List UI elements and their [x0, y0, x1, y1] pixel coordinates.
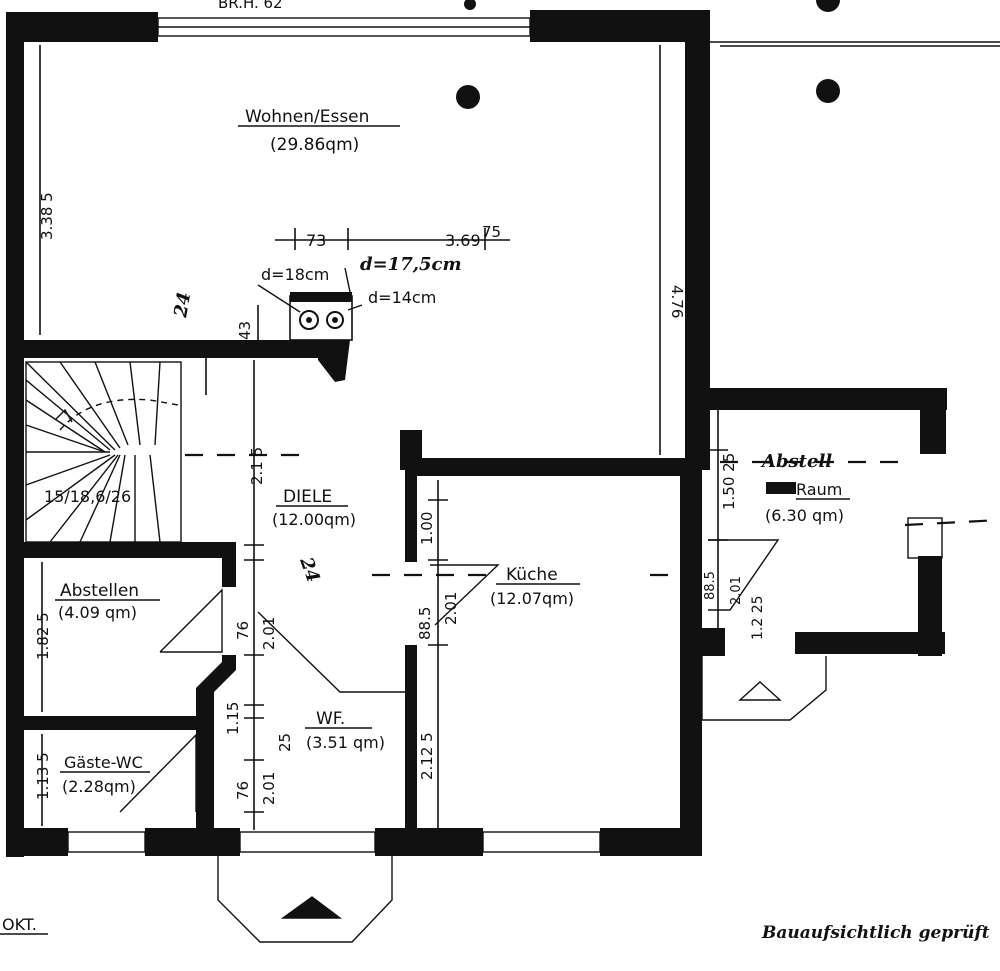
dim-2125: 2.12 5: [418, 732, 436, 780]
dim-113: 1.13 5: [34, 752, 52, 800]
windows: [67, 17, 1000, 853]
room-area: (3.51 qm): [306, 733, 385, 752]
room-wohnen: Wohnen/Essen (29.86qm): [238, 107, 400, 155]
header-note: BR.H. 62: [218, 0, 283, 12]
room-area: (12.00qm): [272, 510, 356, 529]
room-wf: WF. (3.51 qm): [305, 709, 385, 752]
room-abstellen: Abstellen (4.09 qm): [55, 581, 160, 622]
room-gaeste-wc: Gäste-WC (2.28qm): [60, 753, 150, 796]
stair-label: 15/18,6/26: [44, 487, 131, 506]
dim-182: 1.82 5: [34, 612, 52, 660]
entrance-bay: [217, 856, 393, 943]
door-swings: [119, 539, 780, 813]
hand-note-24a: 24: [170, 291, 195, 320]
dim-75: 75: [482, 223, 501, 241]
dim-215: 2.1 5: [248, 447, 266, 485]
dim-201a: 2.01: [260, 617, 278, 650]
room-name: Küche: [506, 565, 558, 585]
walls: [6, 10, 947, 857]
dim-76b: 76: [234, 781, 252, 800]
room-diele: DIELE (12.00qm): [272, 487, 356, 529]
room-area: (2.28qm): [62, 777, 136, 796]
side-entrance: [701, 656, 827, 721]
room-area: (4.09 qm): [58, 603, 137, 622]
room-kueche: Küche (12.07qm): [490, 565, 580, 608]
room-name: Abstellen: [60, 581, 139, 601]
staircase: [25, 361, 182, 543]
chimney: [257, 267, 363, 341]
dim-115: 1.15: [224, 702, 242, 735]
dashed-lines: [185, 453, 1000, 577]
room-name-2: Raum: [796, 480, 842, 499]
dim-100: 1.00: [418, 512, 436, 545]
dim-201c: 2.01: [442, 592, 460, 625]
chimney-d-hand: d=17,5cm: [360, 254, 462, 275]
dimension-lines: [39, 45, 728, 830]
dimension-labels: 3.38 5 4.76 73 3.69 75 43 2.1 5 1.82 5 1…: [34, 192, 766, 805]
side-window: [907, 517, 943, 559]
room-abstellraum: Abstell Raum (6.30 qm): [760, 451, 850, 525]
dim-25: 25: [276, 733, 294, 752]
room-name: DIELE: [283, 487, 332, 507]
dim-73: 73: [306, 231, 326, 250]
chimney-d-left: d=18cm: [261, 265, 329, 284]
hand-note-24b: 24: [295, 554, 324, 586]
dim-201d: 2.01: [729, 576, 744, 605]
room-name: Gäste-WC: [64, 753, 143, 772]
room-area: (12.07qm): [490, 589, 574, 608]
dim-338: 3.38 5: [38, 192, 56, 240]
dim-76a: 76: [234, 621, 252, 640]
approval-stamp: Bauaufsichtlich geprüft: [761, 923, 990, 943]
room-area: (29.86qm): [270, 135, 359, 155]
dim-201b: 2.01: [260, 772, 278, 805]
dim-885: 88.5: [416, 607, 434, 640]
dim-885b: 88.5: [703, 571, 718, 600]
dim-476: 4.76: [668, 285, 686, 318]
room-area: (6.30 qm): [765, 506, 844, 525]
dim-1225: 1.2 25: [750, 595, 766, 640]
room-name: Wohnen/Essen: [245, 107, 369, 127]
dim-43: 43: [236, 321, 254, 340]
dim-369: 3.69: [445, 231, 481, 250]
chimney-d-right: d=14cm: [368, 288, 436, 307]
dim-1525: 1.50 25: [720, 453, 738, 510]
marker-dots: [456, 0, 840, 109]
okt-label: OKT.: [2, 915, 37, 934]
room-name: Abstell: [760, 451, 832, 472]
room-name: WF.: [316, 709, 345, 729]
